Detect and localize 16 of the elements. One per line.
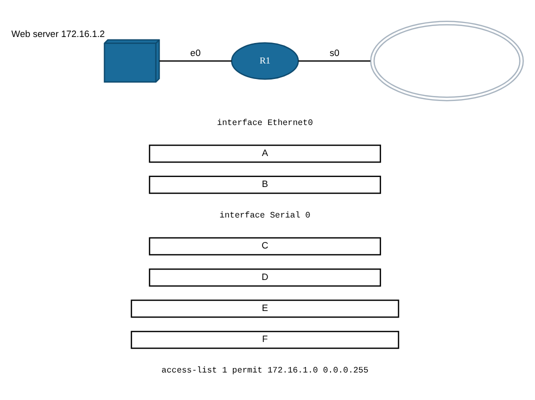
edge-label: e0 [190, 48, 201, 58]
node-ellipse: R1 [231, 42, 299, 80]
node-cloud [370, 20, 524, 102]
node-box: C [148, 237, 382, 256]
node-box: E [130, 300, 400, 318]
node-box: A [148, 144, 382, 163]
node-box: F [130, 330, 400, 349]
node-label: Web server 172.16.1.2 [11, 29, 105, 40]
connector [159, 60, 232, 62]
connector [298, 60, 370, 62]
edge-label: s0 [330, 48, 340, 58]
label: interface Serial 0 [220, 210, 310, 221]
label: interface Ethernet0 [217, 118, 313, 128]
node-box: D [148, 268, 382, 287]
node-box: B [148, 176, 382, 194]
label: access-list 1 permit 172.16.1.0 0.0.0.255 [162, 366, 368, 376]
